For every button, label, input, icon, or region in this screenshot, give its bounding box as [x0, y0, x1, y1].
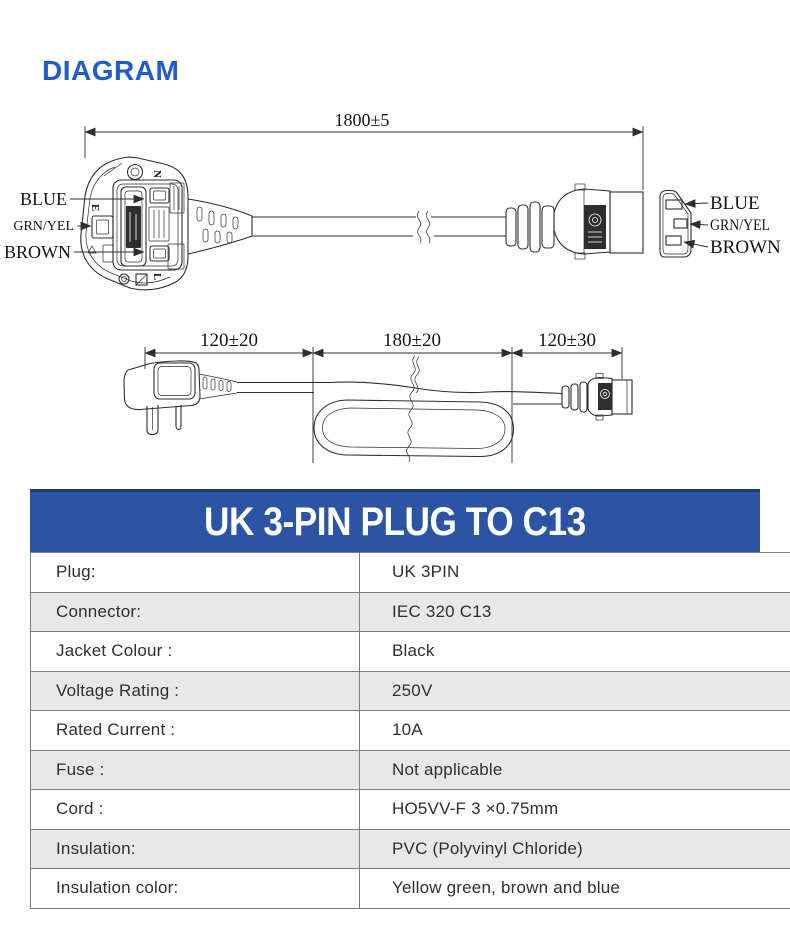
uk-plug-drawing: N E L	[80, 156, 189, 291]
dimension-1800: 1800±5	[335, 110, 390, 130]
spec-label: Cord :	[30, 789, 360, 830]
plug-marking-n: N	[151, 170, 163, 178]
plug-marking-l: L	[151, 273, 163, 280]
spec-label: Voltage Rating :	[30, 670, 360, 711]
spec-section: UK 3-PIN PLUG TO C13 Plug: UK 3PIN Conne…	[30, 489, 790, 909]
wire-label-brown-left: BROWN	[4, 242, 71, 262]
spec-label: Connector:	[30, 591, 360, 632]
table-row-rated-current: Rated Current : 10A	[30, 710, 790, 751]
wire-label-grnyel-right: GRN/YEL	[710, 217, 770, 234]
c13-face-drawing: BLUE GRN/YEL BROWN	[659, 189, 781, 258]
table-row-connector: Connector: IEC 320 C13	[30, 591, 790, 632]
spec-value: Not applicable	[359, 749, 790, 790]
spec-header: UK 3-PIN PLUG TO C13	[30, 489, 760, 552]
spec-table: Plug: UK 3PIN Connector: IEC 320 C13 Jac…	[30, 552, 790, 909]
table-row-fuse: Fuse : Not applicable	[30, 749, 790, 790]
spec-value: 10A	[359, 710, 790, 751]
table-row-plug: Plug: UK 3PIN	[30, 552, 790, 593]
uk-plug-side-drawing	[123, 360, 238, 436]
cable-drawing	[187, 198, 506, 255]
wire-label-blue-right: BLUE	[710, 193, 760, 214]
c13-connector-side-drawing-folded	[561, 373, 633, 421]
length-dimension: 1800±5	[84, 110, 644, 190]
folded-dimensions: 120±20 180±20 120±30	[144, 330, 623, 463]
table-row-voltage-rating: Voltage Rating : 250V	[30, 670, 790, 711]
table-row-insulation-color: Insulation color: Yellow green, brown an…	[30, 868, 790, 909]
spec-label: Rated Current :	[30, 710, 360, 751]
spec-value: UK 3PIN	[359, 552, 790, 593]
spec-value: Black	[359, 631, 790, 672]
spec-label: Plug:	[30, 552, 360, 593]
dimension-180-20: 180±20	[383, 330, 441, 351]
table-row-cord: Cord : HO5VV-F 3 ×0.75mm	[30, 789, 790, 830]
wire-label-blue-left: BLUE	[20, 189, 67, 209]
spec-value: IEC 320 C13	[359, 591, 790, 632]
spec-label: Insulation:	[30, 828, 360, 869]
page-title: DIAGRAM	[42, 55, 180, 86]
spec-value: HO5VV-F 3 ×0.75mm	[359, 789, 790, 830]
plug-marking-e: E	[89, 204, 101, 211]
left-wire-callouts: BLUE GRN/YEL BROWN	[4, 189, 145, 262]
spec-label: Insulation color:	[30, 868, 360, 909]
dimension-120-20: 120±20	[200, 330, 258, 351]
c13-connector-side-drawing	[505, 183, 644, 260]
coiled-cable-drawing	[237, 355, 563, 463]
table-row-insulation: Insulation: PVC (Polyvinyl Chloride)	[30, 828, 790, 869]
table-row-jacket-colour: Jacket Colour : Black	[30, 631, 790, 672]
spec-title: UK 3-PIN PLUG TO C13	[204, 499, 586, 544]
wire-label-grnyel-left: GRN/YEL	[13, 219, 74, 234]
spec-label: Fuse :	[30, 749, 360, 790]
wire-label-brown-right: BROWN	[710, 237, 781, 258]
spec-value: Yellow green, brown and blue	[359, 868, 790, 909]
spec-label: Jacket Colour :	[30, 631, 360, 672]
dimension-120-30: 120±30	[538, 330, 596, 351]
technical-drawing: 1800±5 BLUE GRN/YEL BROWN	[4, 110, 781, 463]
spec-value: 250V	[359, 670, 790, 711]
spec-value: PVC (Polyvinyl Chloride)	[359, 828, 790, 869]
